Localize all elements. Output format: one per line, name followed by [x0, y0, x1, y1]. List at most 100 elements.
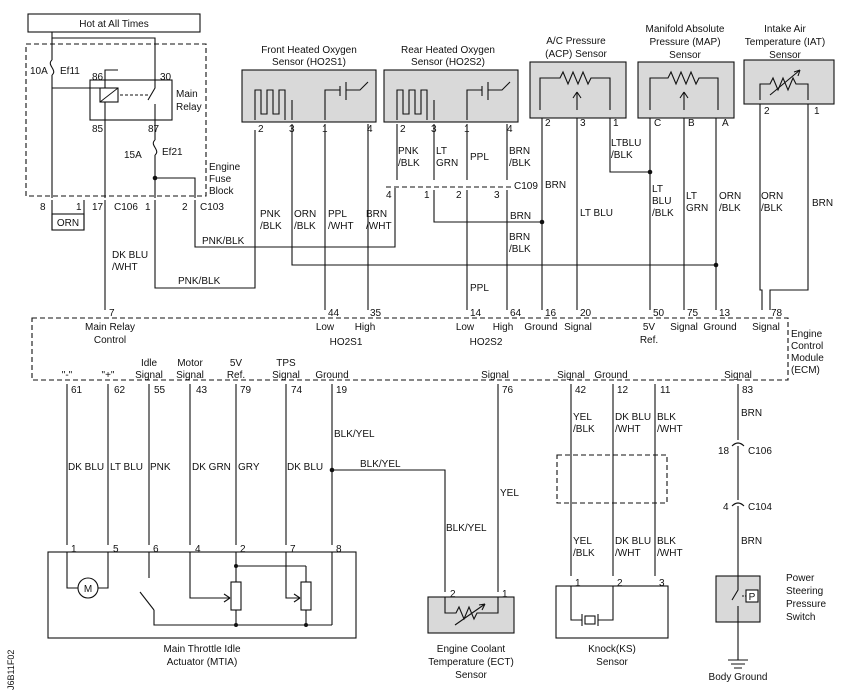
- wire-pnk-55: PNK: [150, 462, 171, 473]
- ecm-ks-signal-label: Signal: [557, 370, 585, 381]
- wire-r-lt-2: GRN: [436, 158, 458, 169]
- c106-name: C106: [114, 202, 138, 213]
- junction-dot: [234, 564, 238, 568]
- ecm-ho2s1-label: HO2S1: [330, 337, 363, 348]
- wire-map-ltgrn-2: GRN: [686, 203, 708, 214]
- wire-yel: YEL: [500, 488, 519, 499]
- wire-orn-1: ORN: [294, 209, 316, 220]
- wire-ks-yel-b2: /BLK: [573, 548, 595, 559]
- motor-icon: [77, 577, 99, 599]
- iat-title-2: Temperature (IAT): [745, 37, 825, 48]
- ect-thermistor: [444, 597, 499, 621]
- wire-r-brn-2: /BLK: [509, 158, 531, 169]
- ecm-tps-label-1: TPS: [276, 358, 296, 369]
- ecm-pin-55: 55: [154, 385, 166, 396]
- ecm-name-3: Module: [791, 353, 824, 364]
- ecm-pin-78: 78: [771, 308, 783, 319]
- wire-ks-dkblu-1: DK BLU: [615, 412, 651, 423]
- acp-pin-1: 1: [613, 118, 619, 129]
- wire-r-pnk-2: /BLK: [398, 158, 420, 169]
- map-pin-b: B: [688, 118, 695, 129]
- ho2s2-sensor-lead-2: [488, 81, 511, 91]
- mtia-pin-5: 5: [113, 544, 119, 555]
- ho2s1-title-2: Sensor (HO2S1): [272, 57, 346, 68]
- ho2s2-ground-bus-wire: [433, 190, 542, 223]
- mtia-pin-4: 4: [195, 544, 201, 555]
- c104-connector-icon: [731, 502, 745, 507]
- wire-lt-blu-62: LT BLU: [110, 462, 143, 473]
- ho2s2-body: [383, 69, 519, 123]
- ecm-pin-74: 74: [291, 385, 303, 396]
- map-potentiometer: [649, 70, 719, 110]
- ect-variable-arrow: [454, 603, 486, 626]
- wire-ks-dkblu-b2: /WHT: [615, 548, 641, 559]
- body-ground-label: Body Ground: [709, 672, 768, 683]
- ecm-pin-12: 12: [617, 385, 629, 396]
- acp-potentiometer: [539, 70, 611, 110]
- fuse-ef11-rating: 10A: [30, 66, 48, 77]
- ecm-pin-19: 19: [336, 385, 348, 396]
- relay-pin-30: 30: [160, 72, 172, 83]
- tps2-wiper-lead: [285, 552, 300, 599]
- ect-title-2: Temperature (ECT): [428, 657, 514, 668]
- idle-switch-icon: [139, 591, 155, 611]
- wire-r-lt-1: LT: [436, 146, 447, 157]
- ecm-ho2s1-high: High: [355, 322, 376, 333]
- c109-pin-2: 2: [456, 190, 462, 201]
- ecm-idle-label-1: Idle: [141, 358, 158, 369]
- ps-pressure-symbol: P: [749, 592, 756, 603]
- ecm-pin-7: 7: [109, 308, 115, 319]
- wire-ltblu-blk-1: LTBLU: [611, 138, 641, 149]
- ecm-plus-label: "+": [102, 370, 115, 381]
- wire-dk-grn: DK GRN: [192, 462, 231, 473]
- ps-switch-contact: [731, 576, 739, 622]
- ecm-main-relay-label-1: Main Relay: [85, 322, 135, 333]
- main-relay-label-1: Main: [176, 89, 198, 100]
- wire-map-ltgrn-1: LT: [686, 191, 697, 202]
- ks-element-leads: [570, 586, 614, 621]
- ks-pin-3: 3: [659, 578, 665, 589]
- wire-r-brn-1: BRN: [509, 146, 530, 157]
- ect-title-3: Sensor: [455, 670, 487, 681]
- tps-wiper-lead: [189, 552, 230, 599]
- hot-at-all-times-label: Hot at All Times: [79, 19, 148, 30]
- c106-pin-1: 1: [76, 202, 82, 213]
- acp-body: [529, 61, 627, 119]
- wire-ltblu-blk-2: /BLK: [611, 150, 633, 161]
- fuse-ef11-symbol: [49, 59, 55, 76]
- relay-switch-contact: [147, 70, 156, 101]
- wire-brn-mid: BRN: [510, 211, 531, 222]
- ho2s2-cell-icon: [481, 82, 489, 100]
- ecm-name-4: (ECM): [791, 365, 820, 376]
- fuse-ef21-symbol: [152, 139, 158, 156]
- iat-pin-1: 1: [814, 106, 820, 117]
- wire-dk-blu-wht-2: /WHT: [112, 262, 138, 273]
- ecm-name-1: Engine: [791, 329, 823, 340]
- wire-pnk-blk-low: PNK/BLK: [178, 276, 221, 287]
- wire-ps-brn-top: BRN: [741, 408, 762, 419]
- ecm-ho2s2-label: HO2S2: [470, 337, 503, 348]
- wire-ks-blk-b1: BLK: [657, 536, 676, 547]
- map-wiper-arrow: [679, 91, 689, 99]
- iat-ground-wire: [759, 104, 763, 310]
- ho2s1-pin-2: 2: [258, 124, 264, 135]
- fuse-ef11-name: Ef11: [60, 66, 80, 77]
- ecm-ground-label: Ground: [315, 370, 348, 381]
- ecm-pin-16: 16: [545, 308, 557, 319]
- acp-pin-2: 2: [545, 118, 551, 129]
- wire-pnk-2: /BLK: [260, 221, 282, 232]
- ecm-idle-label-2: Signal: [135, 370, 163, 381]
- wire-brn-wht-1: BRN: [366, 209, 387, 220]
- ps-title-3: Pressure: [786, 599, 826, 610]
- ho2s2-title-2: Sensor (HO2S2): [411, 57, 485, 68]
- wire-ppl-low: PPL: [470, 283, 489, 294]
- wire-ppl-1: PPL: [328, 209, 347, 220]
- ecm-minus-label: "-": [62, 370, 73, 381]
- ect-body: [427, 596, 515, 634]
- ho2s2-pin-4: 4: [507, 124, 513, 135]
- map-title-2: Pressure (MAP): [649, 37, 720, 48]
- ps-c106-pin: 18: [718, 446, 730, 457]
- wire-brn-acp: BRN: [545, 180, 566, 191]
- ho2s1-sensor-lead-2: [346, 81, 369, 91]
